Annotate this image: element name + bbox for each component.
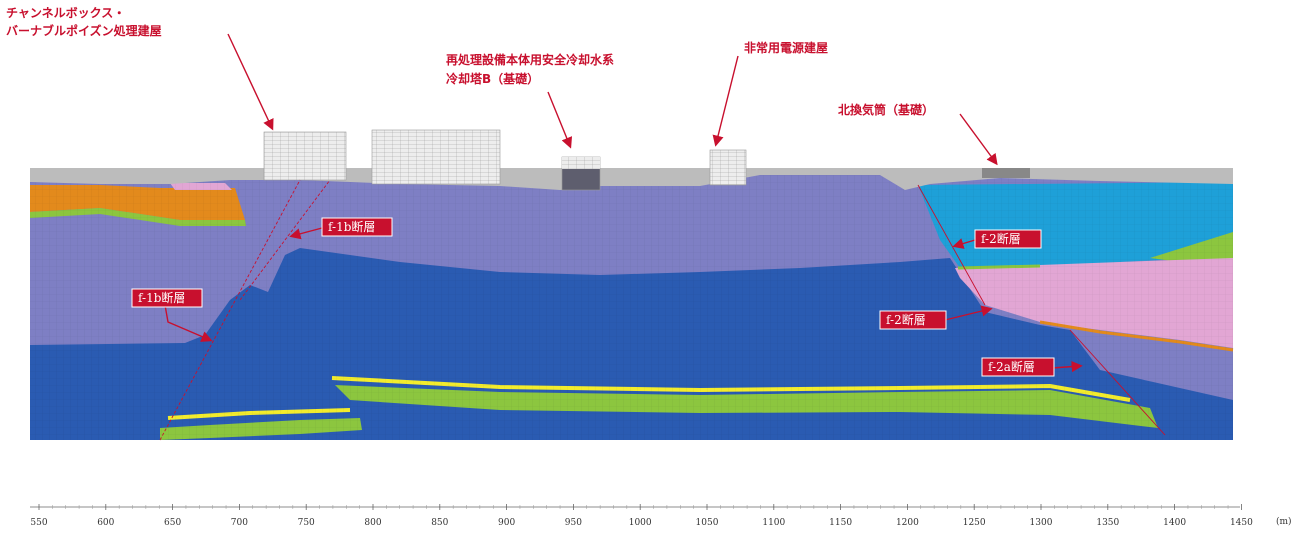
axis-tick-label: 1400 [1163,518,1186,528]
axis-tick-label: 700 [231,518,248,528]
fault-label-f1b-upper: f-1b断層 [321,217,393,237]
fault-label-f2-upper: f-2断層 [974,229,1042,249]
building-cooling-tower-top [562,157,600,169]
axis-tick-label: 1300 [1030,518,1053,528]
axis-tick-label: 900 [498,518,515,528]
label-emergency-power: 非常用電源建屋 [744,40,828,55]
arrow-emergency-power [712,55,739,147]
svg-text:f-1b断層: f-1b断層 [138,290,185,305]
axis-tick-label: 1450 [1230,518,1253,528]
fault-f2 [917,184,986,306]
building-north-stack [982,168,1030,178]
mesh-grid [30,168,1233,440]
buildings [263,129,1030,191]
axis-tick-label: 750 [298,518,315,528]
fault-f1b-a [159,179,301,441]
svg-text:f-2a断層: f-2a断層 [988,359,1035,374]
axis-ticks: 550 600 650 700 750 800 850 900 950 1000 1050 1100 1… [30,504,1253,528]
building-emergency-power [709,149,747,186]
fault-label-f1b-lower: f-1b断層 [131,288,203,308]
building-main-plant [371,129,501,185]
fault-f1b-b [239,179,331,301]
svg-text:f-1b断層: f-1b断層 [328,219,375,234]
label-channel-box-line1: チャンネルボックス・ [6,5,125,20]
axis-tick-label: 800 [364,518,381,528]
label-north-stack: 北換気筒（基礎） [838,102,934,117]
building-label-group: チャンネルボックス・ バーナブルポイズン処理建屋 再処理設備本体用安全冷却水系 … [6,5,934,117]
fault-label-group: f-1b断層 f-1b断層 f-2断層 f-2断層 f-2a断層 [131,217,1055,377]
axis-tick-label: 1200 [896,518,919,528]
label-cooling-tower-line2: 冷却塔B（基礎） [446,71,539,86]
arrow-cooling-tower [547,91,573,149]
arrow-f2a [1051,361,1083,373]
arrow-channel-box [227,33,274,131]
axis-tick-label: 950 [565,518,582,528]
fault-lines [159,179,1166,441]
arrow-f1b-lower [164,304,213,342]
label-channel-box-line2: バーナブルポイズン処理建屋 [6,23,162,38]
axis-tick-label: 600 [97,518,114,528]
fault-f2a [1069,329,1166,436]
axis-tick-label: 1050 [696,518,719,528]
svg-text:f-2断層: f-2断層 [886,312,926,327]
arrow-f1b-upper [289,227,323,240]
arrow-f2-upper [952,238,976,249]
axis-tick-label: 650 [164,518,181,528]
arrow-f2-lower [944,305,993,321]
label-cooling-tower-line1: 再処理設備本体用安全冷却水系 [446,52,614,67]
axis-tick-label: 1100 [762,518,785,528]
axis-tick-label: 1000 [629,518,652,528]
leader-arrows [164,33,1083,373]
fault-label-f2a: f-2a断層 [981,357,1055,377]
axis-tick-label: 1150 [829,518,852,528]
axis-unit: (m) [1276,516,1292,527]
svg-text:f-2断層: f-2断層 [981,231,1021,246]
axis-tick-label: 850 [431,518,448,528]
axis-tick-label: 1250 [963,518,986,528]
building-channel-box [263,131,347,181]
x-axis: 550 600 650 700 750 800 850 900 950 1000 1050 1100 1… [30,504,1292,528]
arrow-north-stack [959,113,998,166]
axis-tick-label: 550 [30,518,47,528]
fault-label-f2-lower: f-2断層 [879,310,947,330]
axis-tick-label: 1350 [1096,518,1119,528]
